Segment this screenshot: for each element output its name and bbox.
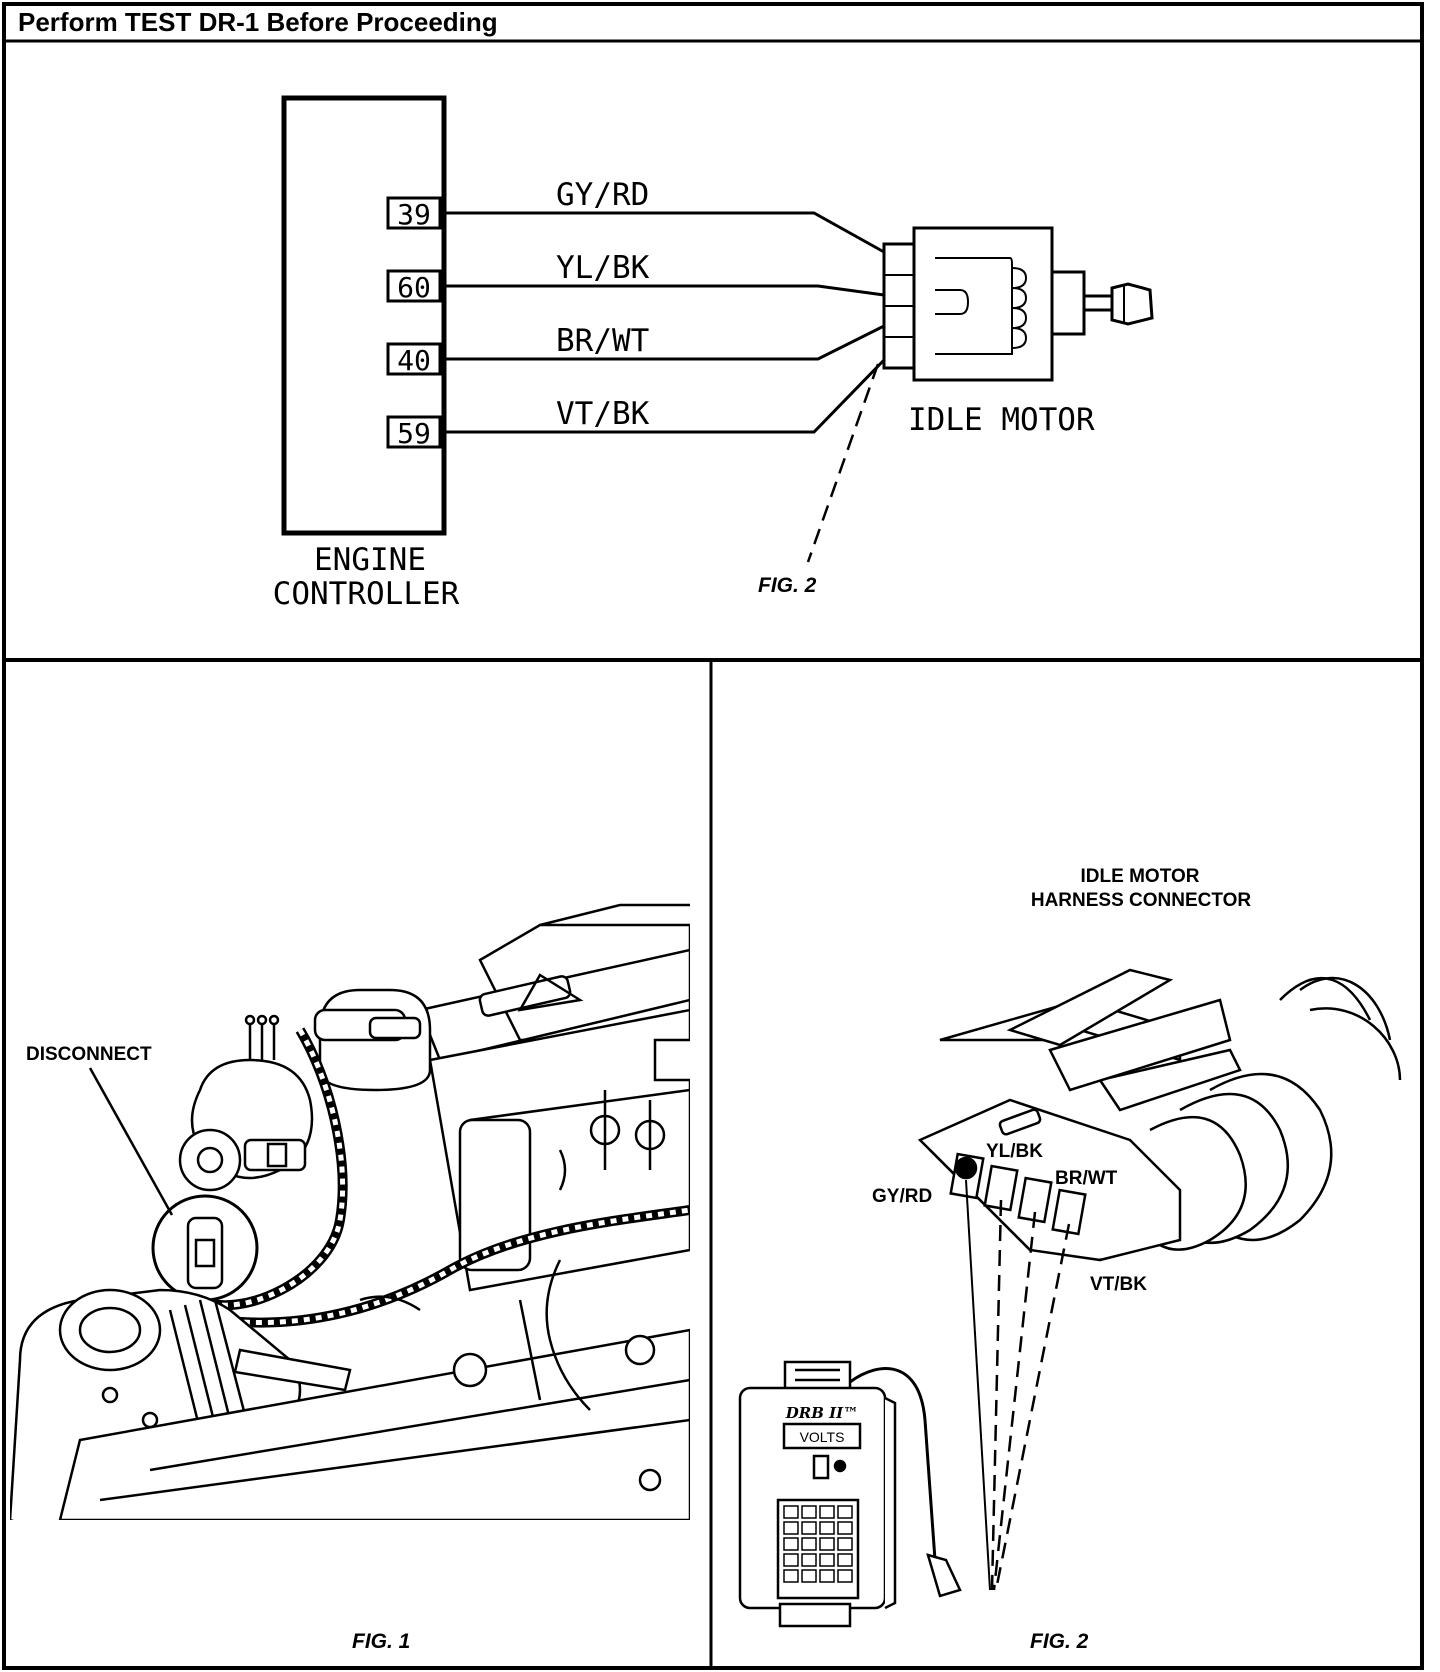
pin-label: 60 — [397, 271, 431, 304]
probe-line-vt-bk — [994, 1223, 1071, 1591]
fig1-callout: DISCONNECT — [26, 1044, 152, 1065]
pin-40: 40 — [386, 342, 442, 377]
header-title: Perform TEST DR-1 Before Proceeding — [18, 7, 498, 37]
wire-label-br-wt: BR/WT — [556, 323, 649, 359]
wire-label-vt-bk: VT/BK — [556, 396, 650, 432]
pin-label: 59 — [397, 417, 431, 450]
fig2-label-yl-bk: YL/BK — [986, 1141, 1043, 1162]
drb-meter — [738, 1360, 897, 1628]
fig2-label-vt-bk: VT/BK — [1090, 1274, 1147, 1295]
meter-lead — [849, 1367, 937, 1561]
meter-display: VOLTS — [800, 1429, 845, 1445]
fig1-engine-illustration: DISCONNECT FIG. 1 — [10, 903, 690, 1653]
fig2-connector-illustration: IDLE MOTOR HARNESS CONNECTOR — [738, 866, 1402, 1653]
schematic: ENGINE CONTROLLER 39 60 40 59 GY/RD YL/B… — [273, 95, 1154, 612]
wire-vt-bk — [444, 358, 886, 434]
fig2-caption: FIG. 2 — [1030, 1630, 1089, 1653]
probe-tip — [926, 1553, 962, 1598]
probe-line-yl-bk — [990, 1199, 1003, 1591]
fig1-callout-leader — [88, 1067, 174, 1216]
controller-label-line2: CONTROLLER — [273, 576, 460, 612]
fig2-label-gy-rd: GY/RD — [872, 1186, 932, 1207]
wire-gy-rd — [444, 211, 885, 254]
wire-br-wt — [444, 324, 885, 361]
probe-line-gy-rd — [965, 1179, 991, 1591]
pin-label: 40 — [397, 344, 431, 377]
wire-yl-bk — [444, 284, 885, 297]
pin-39: 39 — [386, 196, 442, 231]
schematic-fig-ref: FIG. 2 — [758, 574, 817, 597]
idle-motor-symbol — [882, 226, 1154, 382]
fig2-label-br-wt: BR/WT — [1055, 1168, 1118, 1189]
fig2-title-line2: HARNESS CONNECTOR — [1031, 890, 1252, 911]
probe-line-br-wt — [992, 1211, 1037, 1591]
pin-59: 59 — [386, 415, 442, 450]
fig1-caption: FIG. 1 — [352, 1630, 410, 1653]
pin-60: 60 — [386, 269, 442, 304]
harness-connector — [917, 968, 1402, 1262]
fig2-title-line1: IDLE MOTOR — [1081, 866, 1200, 887]
wire-label-gy-rd: GY/RD — [556, 177, 649, 213]
fig2-leader — [806, 363, 880, 563]
idle-motor-label: IDLE MOTOR — [908, 402, 1095, 438]
engine-controller-box — [281, 95, 447, 536]
meter-brand: DRB II™ — [785, 1404, 858, 1422]
wire-label-yl-bk: YL/BK — [556, 250, 650, 286]
controller-label-line1: ENGINE — [314, 542, 426, 578]
pin-label: 39 — [397, 198, 431, 231]
